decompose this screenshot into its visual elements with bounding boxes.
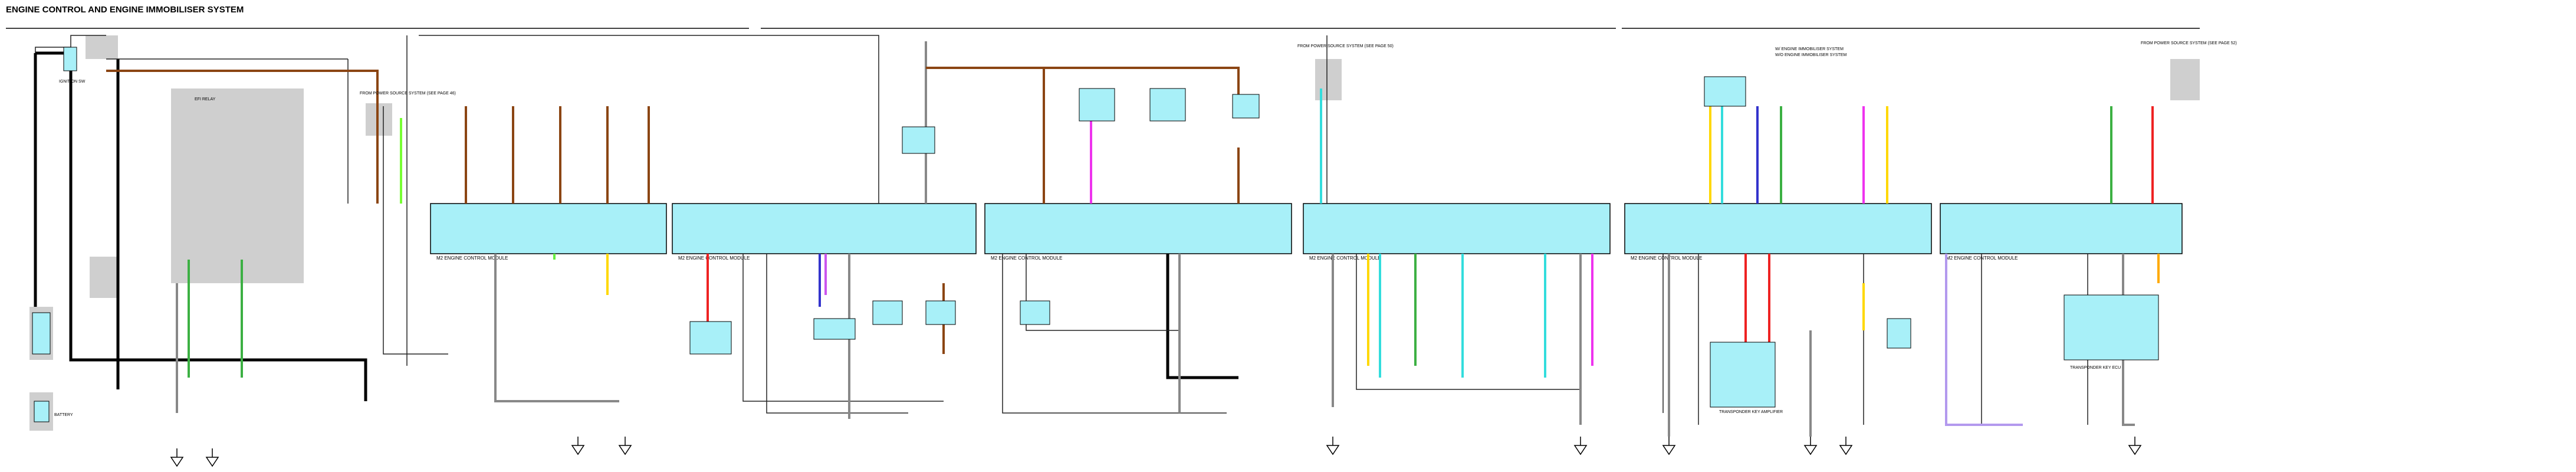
power-source-label-2: FROM POWER SOURCE SYSTEM (SEE PAGE 46): [360, 91, 456, 96]
ground-symbols: [170, 437, 2142, 467]
power-wires: [34, 51, 1238, 401]
ignition-label: IGNITION SW: [59, 80, 86, 84]
efi-relay-label: EFI RELAY: [195, 97, 216, 101]
ecu-label-2: M2 ENGINE CONTROL MODULE: [678, 255, 750, 261]
ecu-label-5: M2 ENGINE CONTROL MODULE: [1631, 255, 1703, 261]
transponder-ecu-label: TRANSPONDER KEY ECU: [2070, 366, 2121, 370]
legend-with-immobiliser: W/ ENGINE IMMOBILISER SYSTEM: [1775, 47, 1844, 51]
legend-without-immobiliser: W/O ENGINE IMMOBILISER SYSTEM: [1775, 53, 1847, 57]
ecu-blocks: [430, 203, 2183, 254]
ignition-switch-icon: [63, 47, 77, 71]
ecu-label-1: M2 ENGINE CONTROL MODULE: [436, 255, 508, 261]
ecu-label-4: M2 ENGINE CONTROL MODULE: [1309, 255, 1381, 261]
diagram-title: ENGINE CONTROL AND ENGINE IMMOBILISER SY…: [6, 5, 244, 15]
fusible-link-icon: [32, 312, 51, 355]
colored-wires: [106, 67, 2160, 426]
battery-label: BATTERY: [54, 413, 73, 417]
power-source-label-3: FROM POWER SOURCE SYSTEM (SEE PAGE 52): [2141, 41, 2237, 45]
components: [689, 76, 2159, 408]
power-source-label: FROM POWER SOURCE SYSTEM (SEE PAGE 50): [1297, 44, 1394, 48]
transponder-label: TRANSPONDER KEY AMPLIFIER: [1719, 410, 1783, 414]
battery-icon: [34, 401, 50, 422]
